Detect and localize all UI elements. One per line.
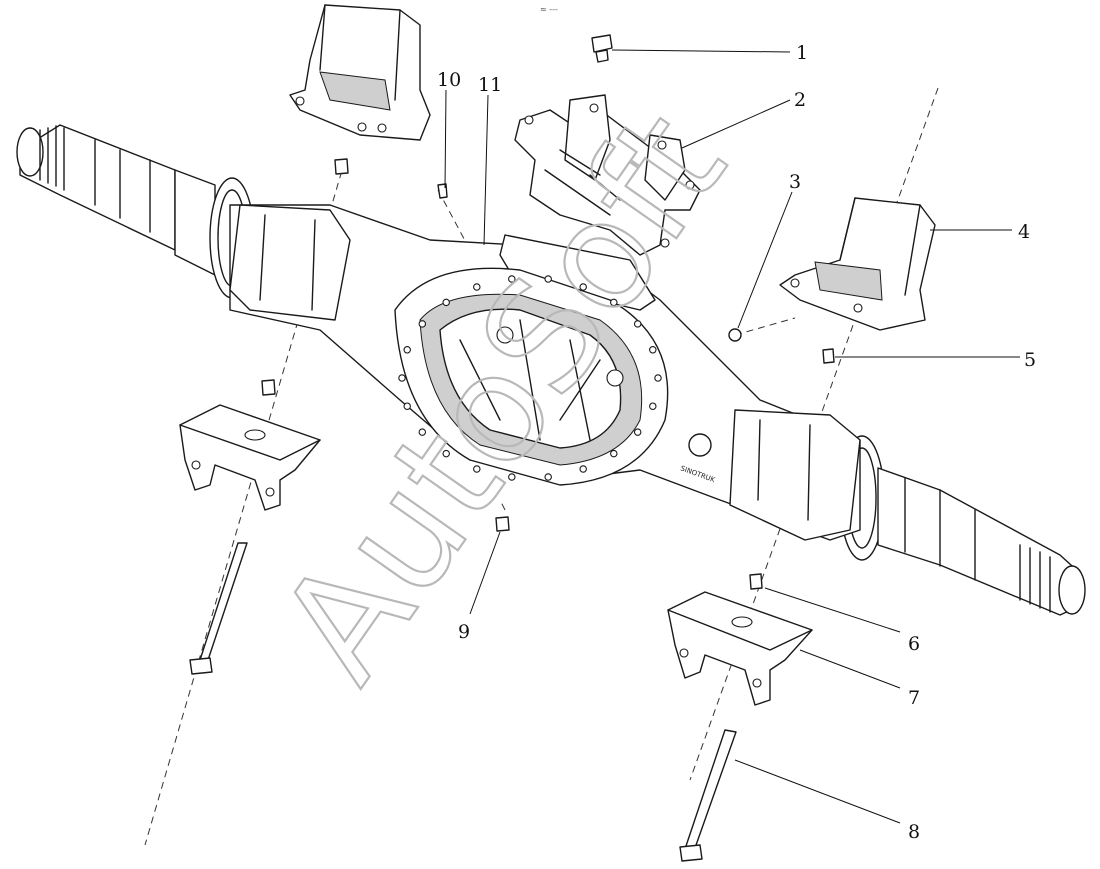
bolt-part-10	[437, 183, 448, 199]
axle-housing	[229, 204, 861, 541]
upper-bracket	[514, 94, 701, 256]
bushing-part-6	[749, 573, 763, 590]
bolt-hole	[544, 473, 552, 481]
bolt-part-1	[591, 34, 613, 63]
nut-part-3	[728, 328, 742, 342]
lower-spring-plate-left	[179, 404, 321, 511]
bushing-part-9	[495, 516, 510, 532]
bolt-hole	[633, 428, 642, 436]
bolt-hole	[442, 298, 450, 307]
bolt-hole	[398, 374, 406, 382]
right-axle-spindle	[839, 435, 1086, 616]
callout-9: 9	[458, 621, 470, 643]
bolt-hole	[442, 449, 450, 458]
callout-labels: 1 2 3 4 5 6 7 8 9 10 11	[437, 42, 1036, 843]
callout-2: 2	[794, 89, 806, 111]
upper-spring-seat-left	[289, 4, 431, 141]
upper-spring-seat-right	[779, 197, 936, 331]
long-bolt-part-8	[679, 729, 737, 862]
bushing-left-upper	[334, 158, 349, 175]
bolt-hole	[418, 428, 427, 436]
callout-6: 6	[908, 633, 920, 655]
callout-leaders	[444, 49, 1020, 824]
bolt-hole	[544, 275, 552, 283]
callout-5: 5	[1024, 349, 1036, 371]
bolt-hole	[403, 402, 411, 410]
bolt-hole	[579, 283, 587, 291]
bushing-part-5	[822, 348, 835, 364]
callout-3: 3	[789, 171, 801, 193]
callout-8: 8	[908, 821, 920, 843]
callout-7: 7	[908, 687, 920, 709]
bolt-hole	[579, 465, 587, 473]
bolt-hole	[649, 346, 657, 354]
bolt-hole	[633, 320, 642, 328]
bolt-hole	[610, 449, 618, 458]
callout-11: 11	[478, 74, 502, 96]
bolt-hole	[610, 298, 618, 307]
callout-1: 1	[796, 42, 808, 64]
bolt-hole	[418, 320, 427, 328]
bolt-hole	[508, 473, 516, 481]
bolt-hole	[473, 465, 481, 473]
long-bolt-left	[189, 542, 248, 675]
bolt-hole	[473, 283, 481, 291]
callout-10: 10	[437, 69, 461, 91]
callout-4: 4	[1018, 221, 1030, 243]
bolt-hole	[649, 402, 657, 410]
banjo-cover-bolt-holes	[398, 275, 662, 481]
lower-spring-plate-right	[667, 591, 813, 706]
top-mark: ≈ ---	[540, 5, 558, 14]
bushing-left-lower	[261, 379, 276, 396]
bolt-hole	[654, 374, 662, 382]
left-axle-spindle	[16, 124, 255, 299]
bolt-hole	[403, 346, 411, 354]
bolt-hole	[508, 275, 516, 283]
